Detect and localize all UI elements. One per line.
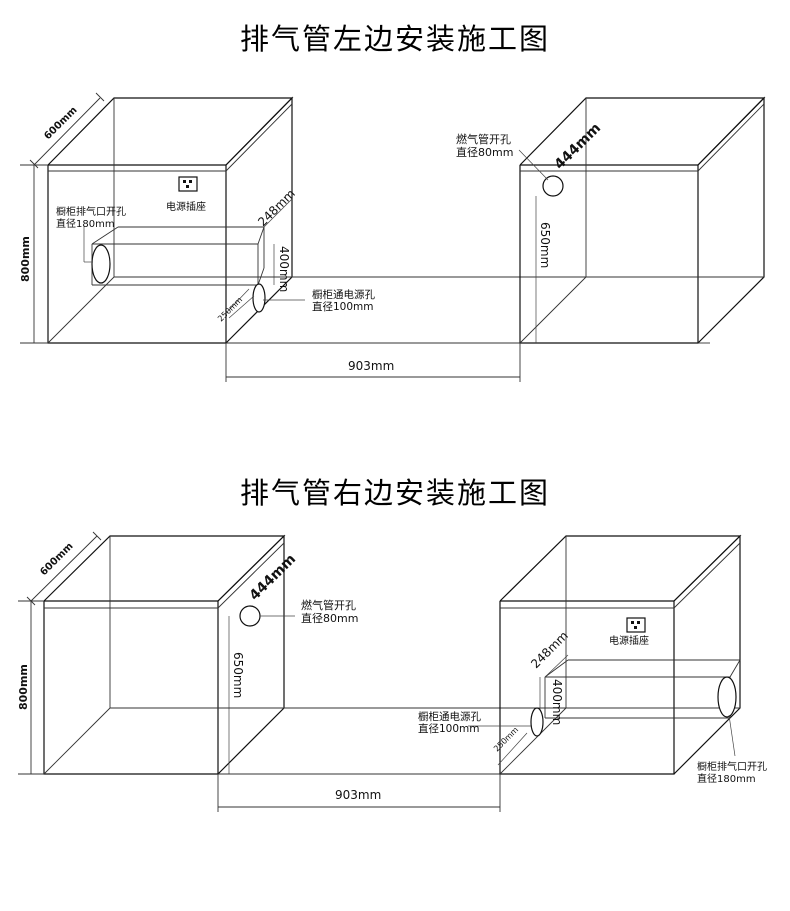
power-socket-icon-2 bbox=[626, 617, 646, 633]
power-hole-label-2: 直径100mm bbox=[312, 300, 374, 313]
power-socket-icon bbox=[178, 176, 198, 192]
cabinet-exhaust-label-4: 直径180mm bbox=[697, 772, 756, 785]
dim-444-label-2: 444mm bbox=[247, 551, 300, 604]
gas-pipe-label-1: 燃气管开孔 bbox=[456, 132, 511, 146]
bottom-diagram: 600mm 800mm 燃气管开孔 直径80mm 444mm 650mm bbox=[17, 531, 767, 812]
power-hole-label-4: 直径100mm bbox=[418, 722, 480, 735]
height-label: 800mm bbox=[19, 236, 32, 282]
diagram-title-right-install: 排气管右边安装施工图 bbox=[239, 476, 550, 510]
gas-pipe-hole-2 bbox=[239, 605, 261, 627]
gas-pipe-hole bbox=[542, 175, 564, 197]
depth-label: 600mm bbox=[42, 105, 79, 142]
dim-248-label-2: 248mm bbox=[528, 628, 571, 671]
right-cabinet-box-2 bbox=[499, 534, 742, 775]
power-hole-label-3: 橱柜通电源孔 bbox=[418, 710, 481, 723]
cabinet-exhaust-label-2: 直径180mm bbox=[56, 217, 115, 230]
gas-pipe-label-4: 直径80mm bbox=[301, 611, 358, 625]
dim-250-label-2: 250mm bbox=[492, 725, 520, 753]
socket-label-2: 电源插座 bbox=[609, 634, 649, 647]
dim-250-label: 250mm bbox=[216, 295, 244, 323]
dim-903-label: 903mm bbox=[348, 359, 394, 373]
power-hole-label-1: 橱柜通电源孔 bbox=[312, 288, 375, 301]
gas-pipe-label-3: 燃气管开孔 bbox=[301, 598, 356, 612]
dim-650-label: 650mm bbox=[538, 222, 552, 268]
exhaust-duct-2 bbox=[544, 659, 741, 719]
dim-650-label-2: 650mm bbox=[231, 652, 245, 698]
top-diagram: 电源插座 248mm 400mm 250mm bbox=[19, 92, 766, 382]
gas-pipe-label-2: 直径80mm bbox=[456, 145, 513, 159]
socket-label: 电源插座 bbox=[166, 200, 206, 213]
right-cabinet-box bbox=[519, 96, 766, 344]
power-hole-2 bbox=[530, 707, 544, 737]
dim-400-label: 400mm bbox=[277, 246, 291, 292]
height-label-2: 800mm bbox=[17, 664, 30, 710]
exhaust-duct bbox=[91, 226, 265, 286]
cabinet-exhaust-label-3: 橱柜排气口开孔 bbox=[697, 760, 767, 773]
diagram-title-left-install: 排气管左边安装施工图 bbox=[239, 22, 550, 56]
dim-903-label-2: 903mm bbox=[335, 788, 381, 802]
power-hole bbox=[225, 283, 266, 319]
dim-400-label-2: 400mm bbox=[550, 679, 564, 725]
cabinet-exhaust-label-1: 橱柜排气口开孔 bbox=[56, 205, 126, 218]
depth-label-2: 600mm bbox=[38, 541, 75, 578]
